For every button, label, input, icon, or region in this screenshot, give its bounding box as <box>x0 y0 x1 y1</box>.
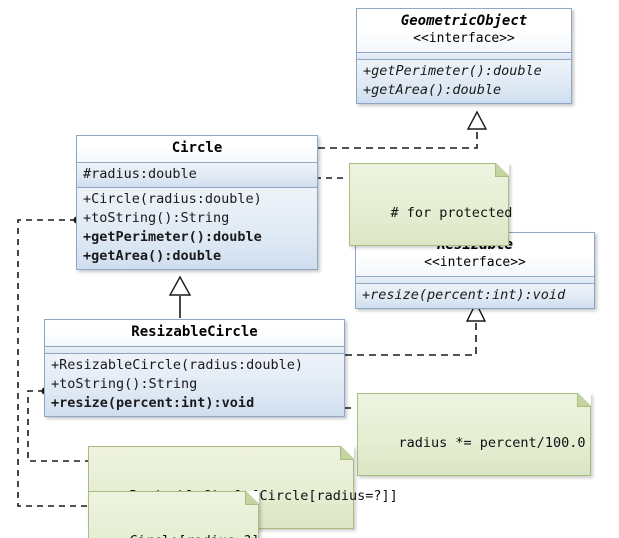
class-stereotype-geometricobject: <<interface>> <box>413 31 515 46</box>
operation-row: +ResizableCircle(radius:double) <box>51 357 303 373</box>
operation-row: +resize(percent:int):void <box>362 287 566 303</box>
class-name-resizablecircle: ResizableCircle <box>131 324 258 340</box>
operation-row: +getPerimeter():double <box>363 63 542 79</box>
class-attributes-resizable <box>356 277 594 284</box>
operation-row: +getArea():double <box>83 248 222 264</box>
operation-row: +getPerimeter():double <box>83 229 262 245</box>
class-operations-circle: +Circle(radius:double) +toString():Strin… <box>77 188 317 269</box>
class-operations-resizable: +resize(percent:int):void <box>356 284 594 308</box>
class-name-circle: Circle <box>171 140 223 156</box>
note-radius-formula[interactable]: radius *= percent/100.0 <box>357 393 591 476</box>
class-attributes-geometricobject <box>357 53 571 60</box>
class-operations-resizablecircle: +ResizableCircle(radius:double) +toStrin… <box>45 354 344 416</box>
note-text: Circle[radius=?] <box>130 533 260 538</box>
class-operations-geometricobject: +getPerimeter():double +getArea():double <box>357 60 571 103</box>
operation-row: +getArea():double <box>363 82 502 98</box>
note-fold-corner-icon <box>245 491 259 505</box>
note-fold-corner-icon <box>495 163 509 177</box>
class-attributes-resizablecircle <box>45 347 344 354</box>
attribute-row: #radius:double <box>83 166 197 182</box>
realization-circle-to-geometricobject <box>318 110 488 149</box>
class-header-circle: Circle <box>77 136 317 163</box>
class-box-circle[interactable]: Circle #radius:double +Circle(radius:dou… <box>76 135 318 270</box>
class-box-geometricobject[interactable]: GeometricObject <<interface>> +getPerime… <box>356 8 572 104</box>
note-fold-corner-icon <box>577 393 591 407</box>
class-header-resizablecircle: ResizableCircle <box>45 320 344 347</box>
class-header-geometricobject: GeometricObject <<interface>> <box>357 9 571 53</box>
class-name-geometricobject: GeometricObject <box>400 13 528 29</box>
operation-row: +toString():String <box>83 210 230 226</box>
note-circle-tostring[interactable]: Circle[radius=?] <box>88 491 260 538</box>
note-protected[interactable]: # for protected <box>349 163 512 246</box>
realization-resizablecircle-to-resizable <box>345 301 487 356</box>
note-text: # for protected <box>390 205 513 221</box>
class-box-resizablecircle[interactable]: ResizableCircle +ResizableCircle(radius:… <box>44 319 345 417</box>
class-stereotype-resizable: <<interface>> <box>424 255 526 270</box>
operation-row: +toString():String <box>51 376 198 392</box>
note-fold-corner-icon <box>340 446 354 460</box>
note-text: radius *= percent/100.0 <box>398 435 586 451</box>
operation-row: +Circle(radius:double) <box>83 191 262 207</box>
operation-row: +resize(percent:int):void <box>51 395 255 411</box>
generalization-resizablecircle-to-circle <box>168 275 192 318</box>
class-attributes-circle: #radius:double <box>77 163 317 188</box>
